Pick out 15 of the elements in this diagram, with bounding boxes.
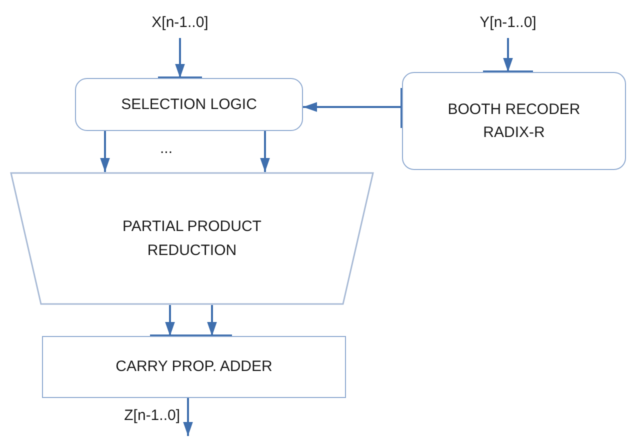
arrow	[183, 398, 193, 436]
ellipsis-label: ...	[160, 140, 173, 157]
arrow	[503, 38, 513, 72]
arrow	[303, 102, 402, 112]
arrow	[100, 131, 110, 172]
process-box: SELECTION LOGIC	[75, 78, 303, 131]
process-box: CARRY PROP. ADDER	[42, 336, 346, 398]
arrow	[207, 305, 217, 336]
arrow	[260, 131, 270, 172]
signal-label: X[n-1..0]	[125, 8, 235, 38]
arrow	[175, 38, 185, 78]
reduction-trapezoid: PARTIAL PRODUCT REDUCTION	[10, 172, 374, 305]
signal-label: Y[n-1..0]	[452, 8, 564, 38]
arrow	[165, 305, 175, 336]
process-box: BOOTH RECODER RADIX-R	[402, 72, 626, 170]
